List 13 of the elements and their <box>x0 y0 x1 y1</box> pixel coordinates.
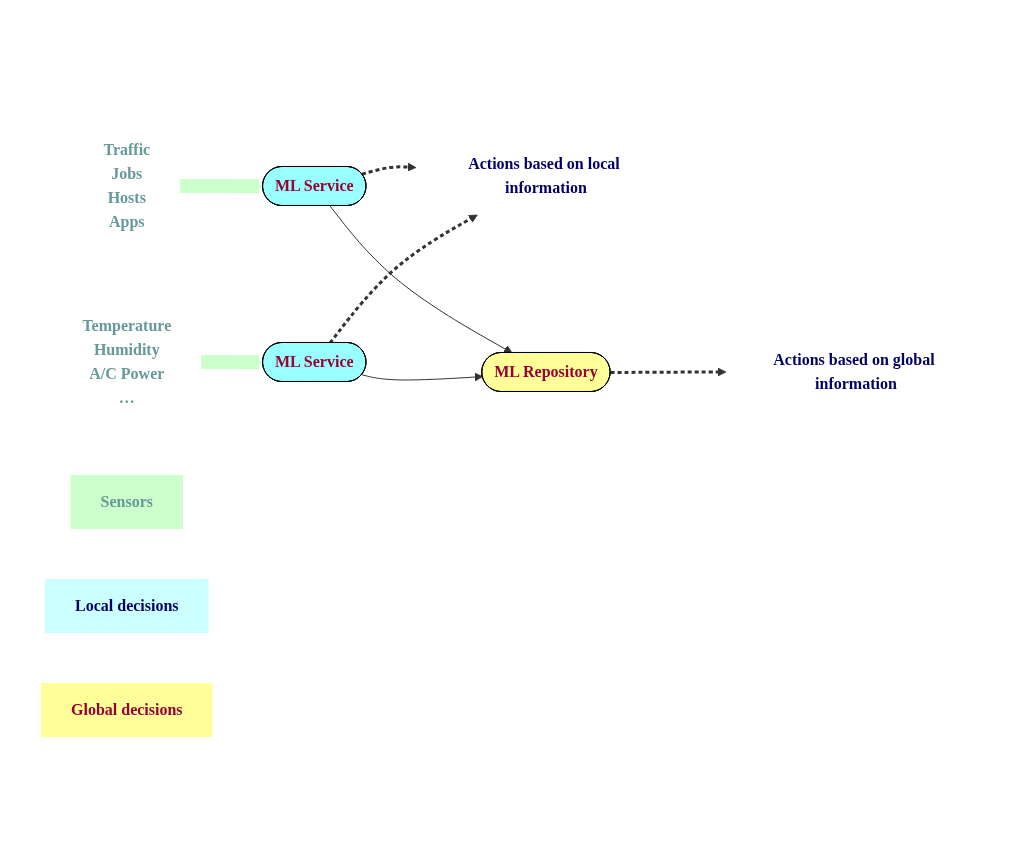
node-text: Actions based on local information <box>467 154 620 196</box>
arrow <box>361 372 483 381</box>
arrow <box>329 205 513 353</box>
arrow <box>199 354 263 369</box>
node-box: Sensors <box>70 474 183 529</box>
node-text: Traffic Jobs Hosts Apps <box>102 140 150 230</box>
node-box: Local decisions <box>44 578 209 633</box>
node-text: Actions based on global information <box>772 350 935 392</box>
node-box: Global decisions <box>40 682 213 737</box>
arrow <box>361 162 416 176</box>
arrow <box>179 178 263 193</box>
node-text: Temperature Humidity A/C Power … <box>81 316 171 406</box>
arrow <box>610 367 726 376</box>
